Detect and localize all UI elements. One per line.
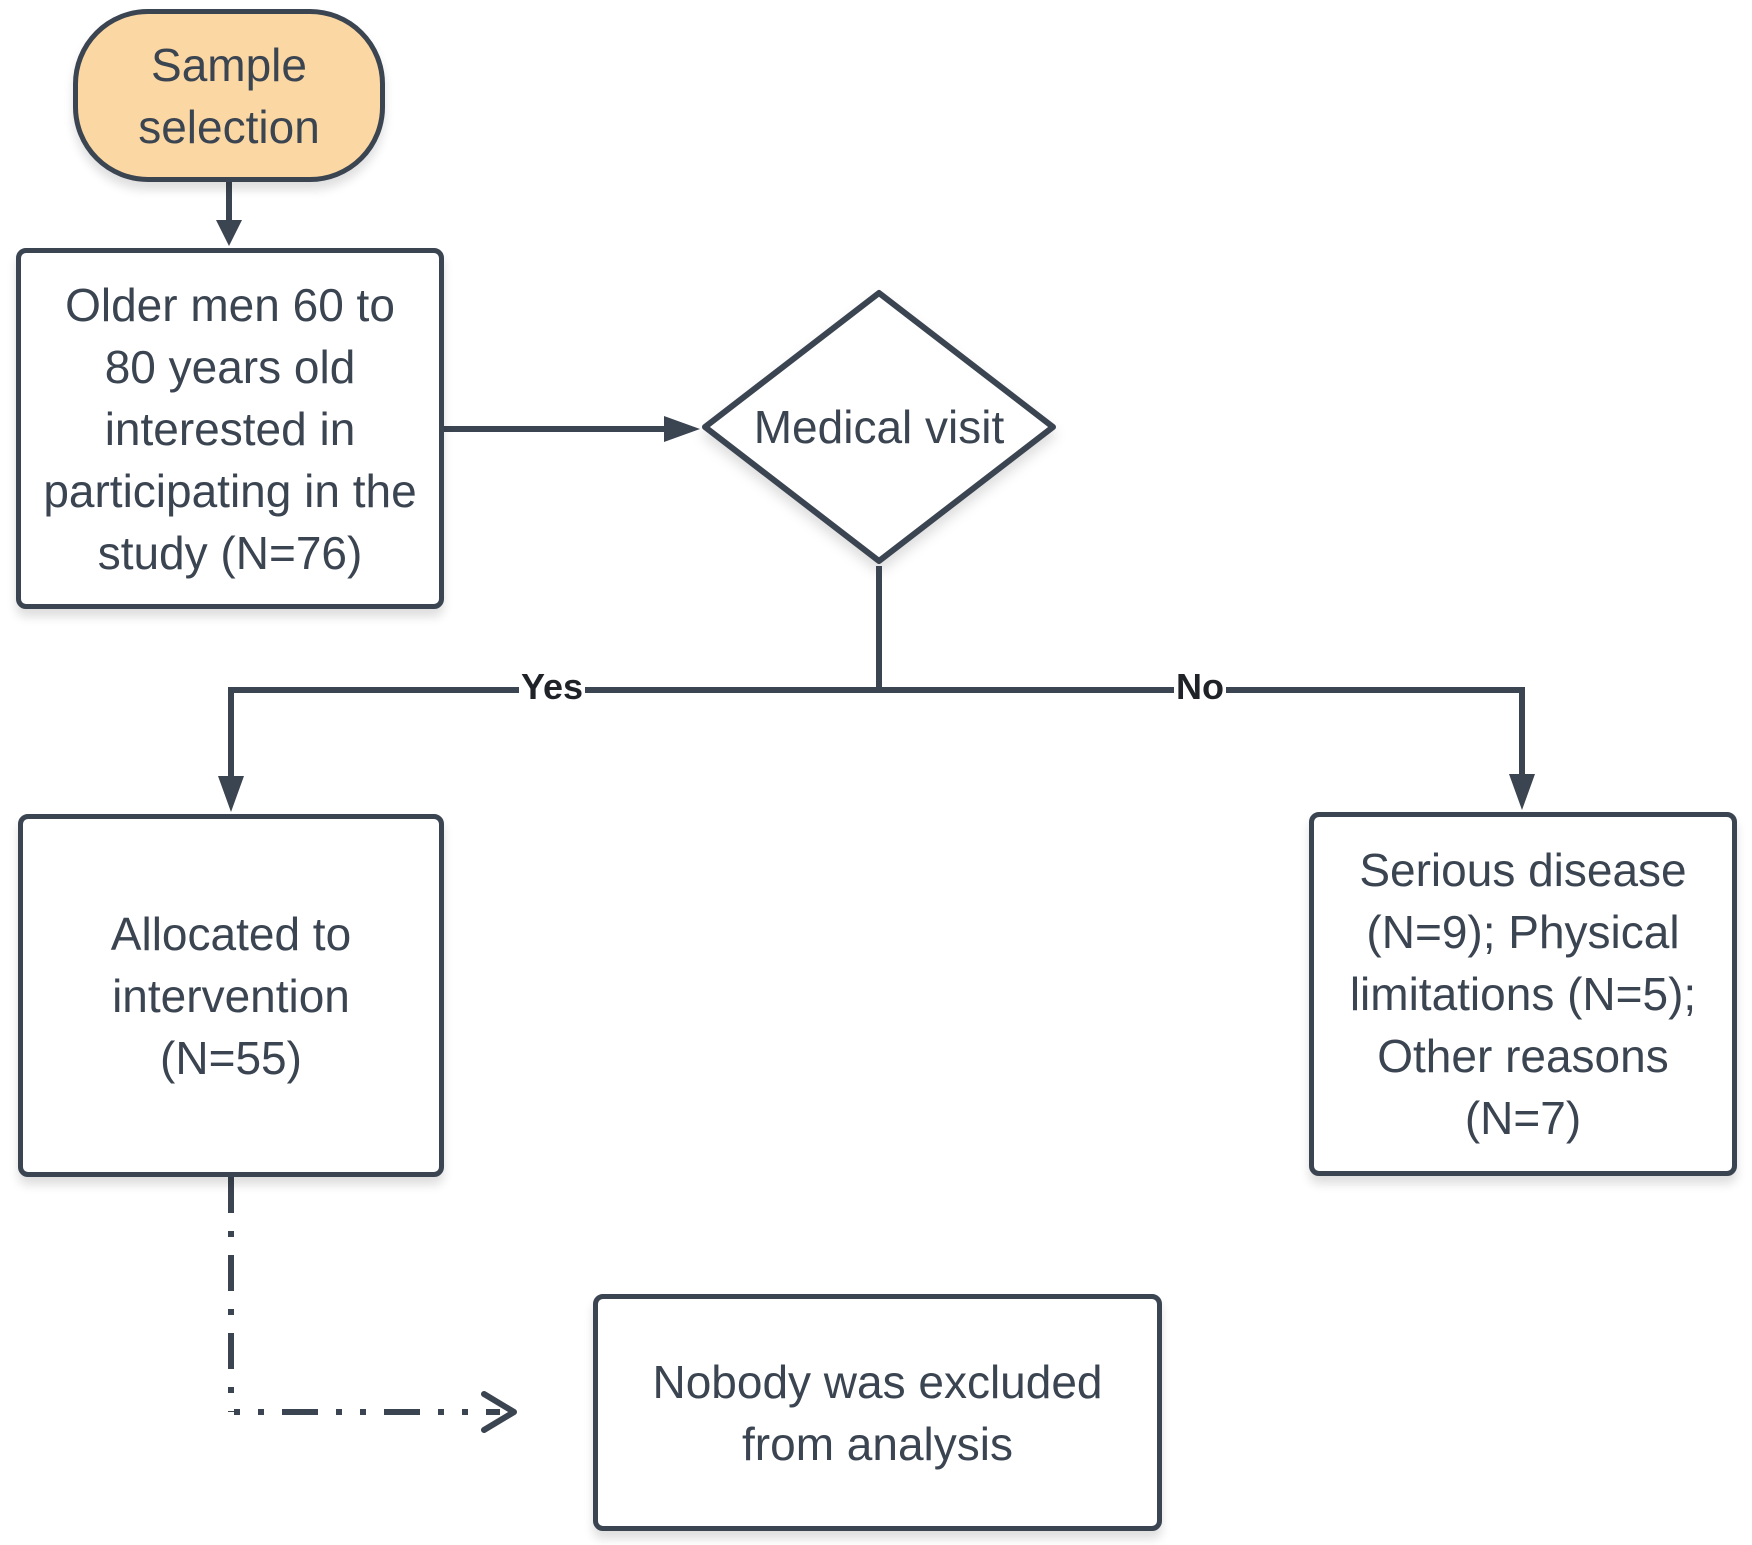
arrowhead-no-branch [1509, 774, 1535, 810]
decision-diamond-shape [702, 290, 1056, 564]
decision-node-medical-visit: Medical visit [730, 392, 1028, 462]
decision-node-label: Medical visit [753, 401, 1005, 453]
connector-yes-branch [228, 687, 879, 782]
analysis-node: Nobody was excluded from analysis [593, 1294, 1162, 1531]
arrowhead-start-to-recruited [216, 220, 242, 246]
start-node-sample-selection: Sample selection [73, 9, 385, 182]
analysis-node-label: Nobody was excluded from analysis [652, 1355, 1103, 1470]
arrowhead-yes-branch [218, 776, 244, 812]
edge-label-yes: Yes [519, 666, 586, 707]
excluded-reasons-node: Serious disease (N=9); Physical limitati… [1309, 812, 1737, 1176]
recruited-node-label: Older men 60 to 80 years old interested … [43, 278, 417, 579]
start-node-label: Sample selection [138, 38, 320, 153]
allocated-intervention-node: Allocated to intervention (N=55) [18, 814, 444, 1177]
connector-no-branch [879, 687, 1525, 780]
recruited-node: Older men 60 to 80 years old interested … [16, 248, 444, 609]
allocated-intervention-label: Allocated to intervention (N=55) [110, 907, 352, 1084]
arrowhead-allocated-to-analysis [481, 1391, 517, 1433]
arrowhead-recruited-to-decision [664, 416, 700, 442]
edge-label-no: No [1174, 666, 1226, 707]
excluded-reasons-label: Serious disease (N=9); Physical limitati… [1349, 844, 1697, 1144]
